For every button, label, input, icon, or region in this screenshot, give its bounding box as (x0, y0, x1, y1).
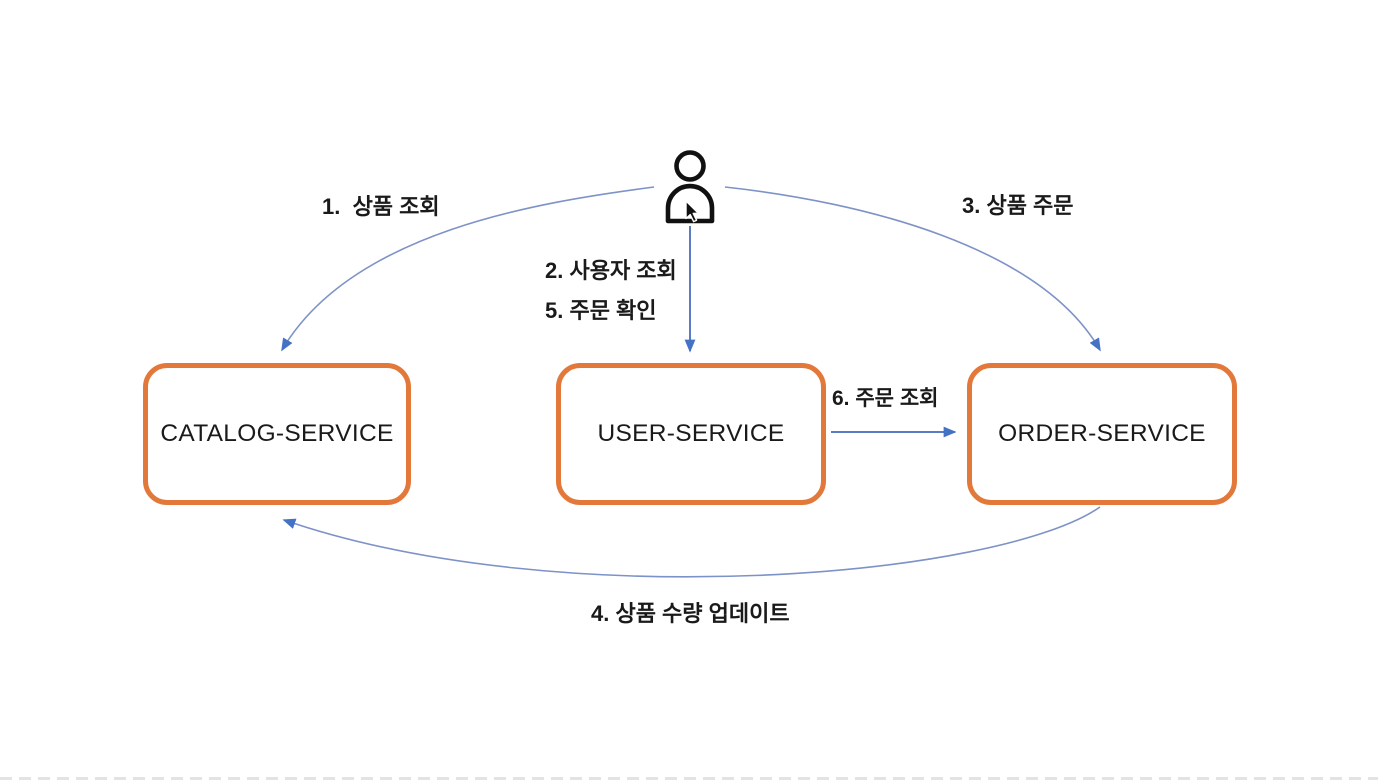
person-icon (665, 150, 715, 224)
edge-label-step6: 6. 주문 조회 (832, 387, 939, 410)
edge-label-step5: 5. 주문 확인 (545, 298, 657, 323)
edge-label-step3: 3. 상품 주문 (962, 193, 1074, 218)
node-catalog-label: CATALOG-SERVICE (160, 420, 394, 447)
edge-label-step2: 2. 사용자 조회 (545, 258, 677, 283)
node-user-service: USER-SERVICE (556, 363, 826, 505)
mouse-cursor-icon (685, 200, 700, 223)
node-order-service: ORDER-SERVICE (967, 363, 1237, 505)
arrow-order-to-catalog (282, 506, 1101, 578)
node-order-label: ORDER-SERVICE (998, 420, 1206, 447)
slide-bottom-dashed-line (0, 777, 1378, 780)
edge-label-step4: 4. 상품 수량 업데이트 (591, 601, 790, 626)
node-user-label: USER-SERVICE (597, 420, 785, 447)
arrow-user-to-catalog (281, 186, 655, 352)
node-catalog-service: CATALOG-SERVICE (143, 363, 411, 505)
edge-label-step1: 1. 상품 조회 (322, 194, 440, 219)
arrow-user-to-order (724, 186, 1101, 352)
